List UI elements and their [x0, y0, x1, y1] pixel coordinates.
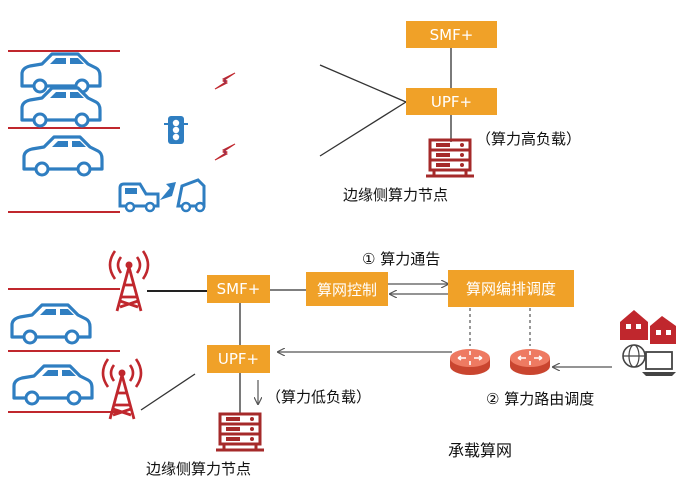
step2-label: ② 算力路由调度 [486, 390, 595, 408]
network-control-box[interactable]: 算网控制 [306, 272, 388, 306]
car-icon [10, 303, 92, 345]
bottom-upf-label: UPF+ [217, 350, 260, 368]
laptop-globe-icon [622, 344, 676, 376]
network-control-label: 算网控制 [316, 280, 377, 299]
car-icon [22, 135, 104, 177]
top-upf-box[interactable]: UPF+ [406, 88, 497, 115]
tower-upf-link [140, 373, 196, 411]
top-smf-box[interactable]: SMF+ [406, 21, 497, 48]
step1-label: ① 算力通告 [362, 250, 441, 268]
wireless-signal-icon [214, 72, 236, 90]
cell-tower-icon [108, 249, 150, 313]
top-smf-label: SMF+ [429, 25, 474, 44]
buildings-icon [620, 310, 676, 344]
router-icon [509, 348, 551, 376]
cell-tower-icon [101, 357, 143, 421]
server-icon [424, 138, 476, 178]
top-road [8, 50, 120, 213]
wireless-signal-icon [214, 143, 236, 161]
orchestration-label: 算网编排调度 [465, 280, 556, 298]
bottom-upf-box[interactable]: UPF+ [207, 345, 270, 373]
bottom-load-note: （算力低负载） [266, 388, 372, 406]
car-icon [20, 86, 102, 128]
car-icon [12, 364, 94, 406]
traffic-light-icon [164, 116, 188, 144]
bottom-smf-box[interactable]: SMF+ [207, 275, 270, 303]
car-icon [20, 52, 102, 94]
car-collision-icon [118, 178, 206, 213]
signal-link-line [319, 64, 407, 103]
router-icon [449, 348, 491, 376]
top-load-note: （算力高负载） [476, 130, 582, 148]
bearer-network-label: 承载算网 [448, 441, 513, 460]
orchestration-box[interactable]: 算网编排调度 [448, 270, 574, 307]
signal-link-line [319, 101, 407, 157]
top-node-caption: 边缘侧算力节点 [343, 186, 449, 204]
bottom-node-caption: 边缘侧算力节点 [146, 460, 252, 478]
bottom-road [8, 288, 120, 413]
server-icon [214, 412, 266, 452]
top-upf-label: UPF+ [430, 92, 473, 111]
bottom-smf-label: SMF+ [216, 280, 261, 298]
